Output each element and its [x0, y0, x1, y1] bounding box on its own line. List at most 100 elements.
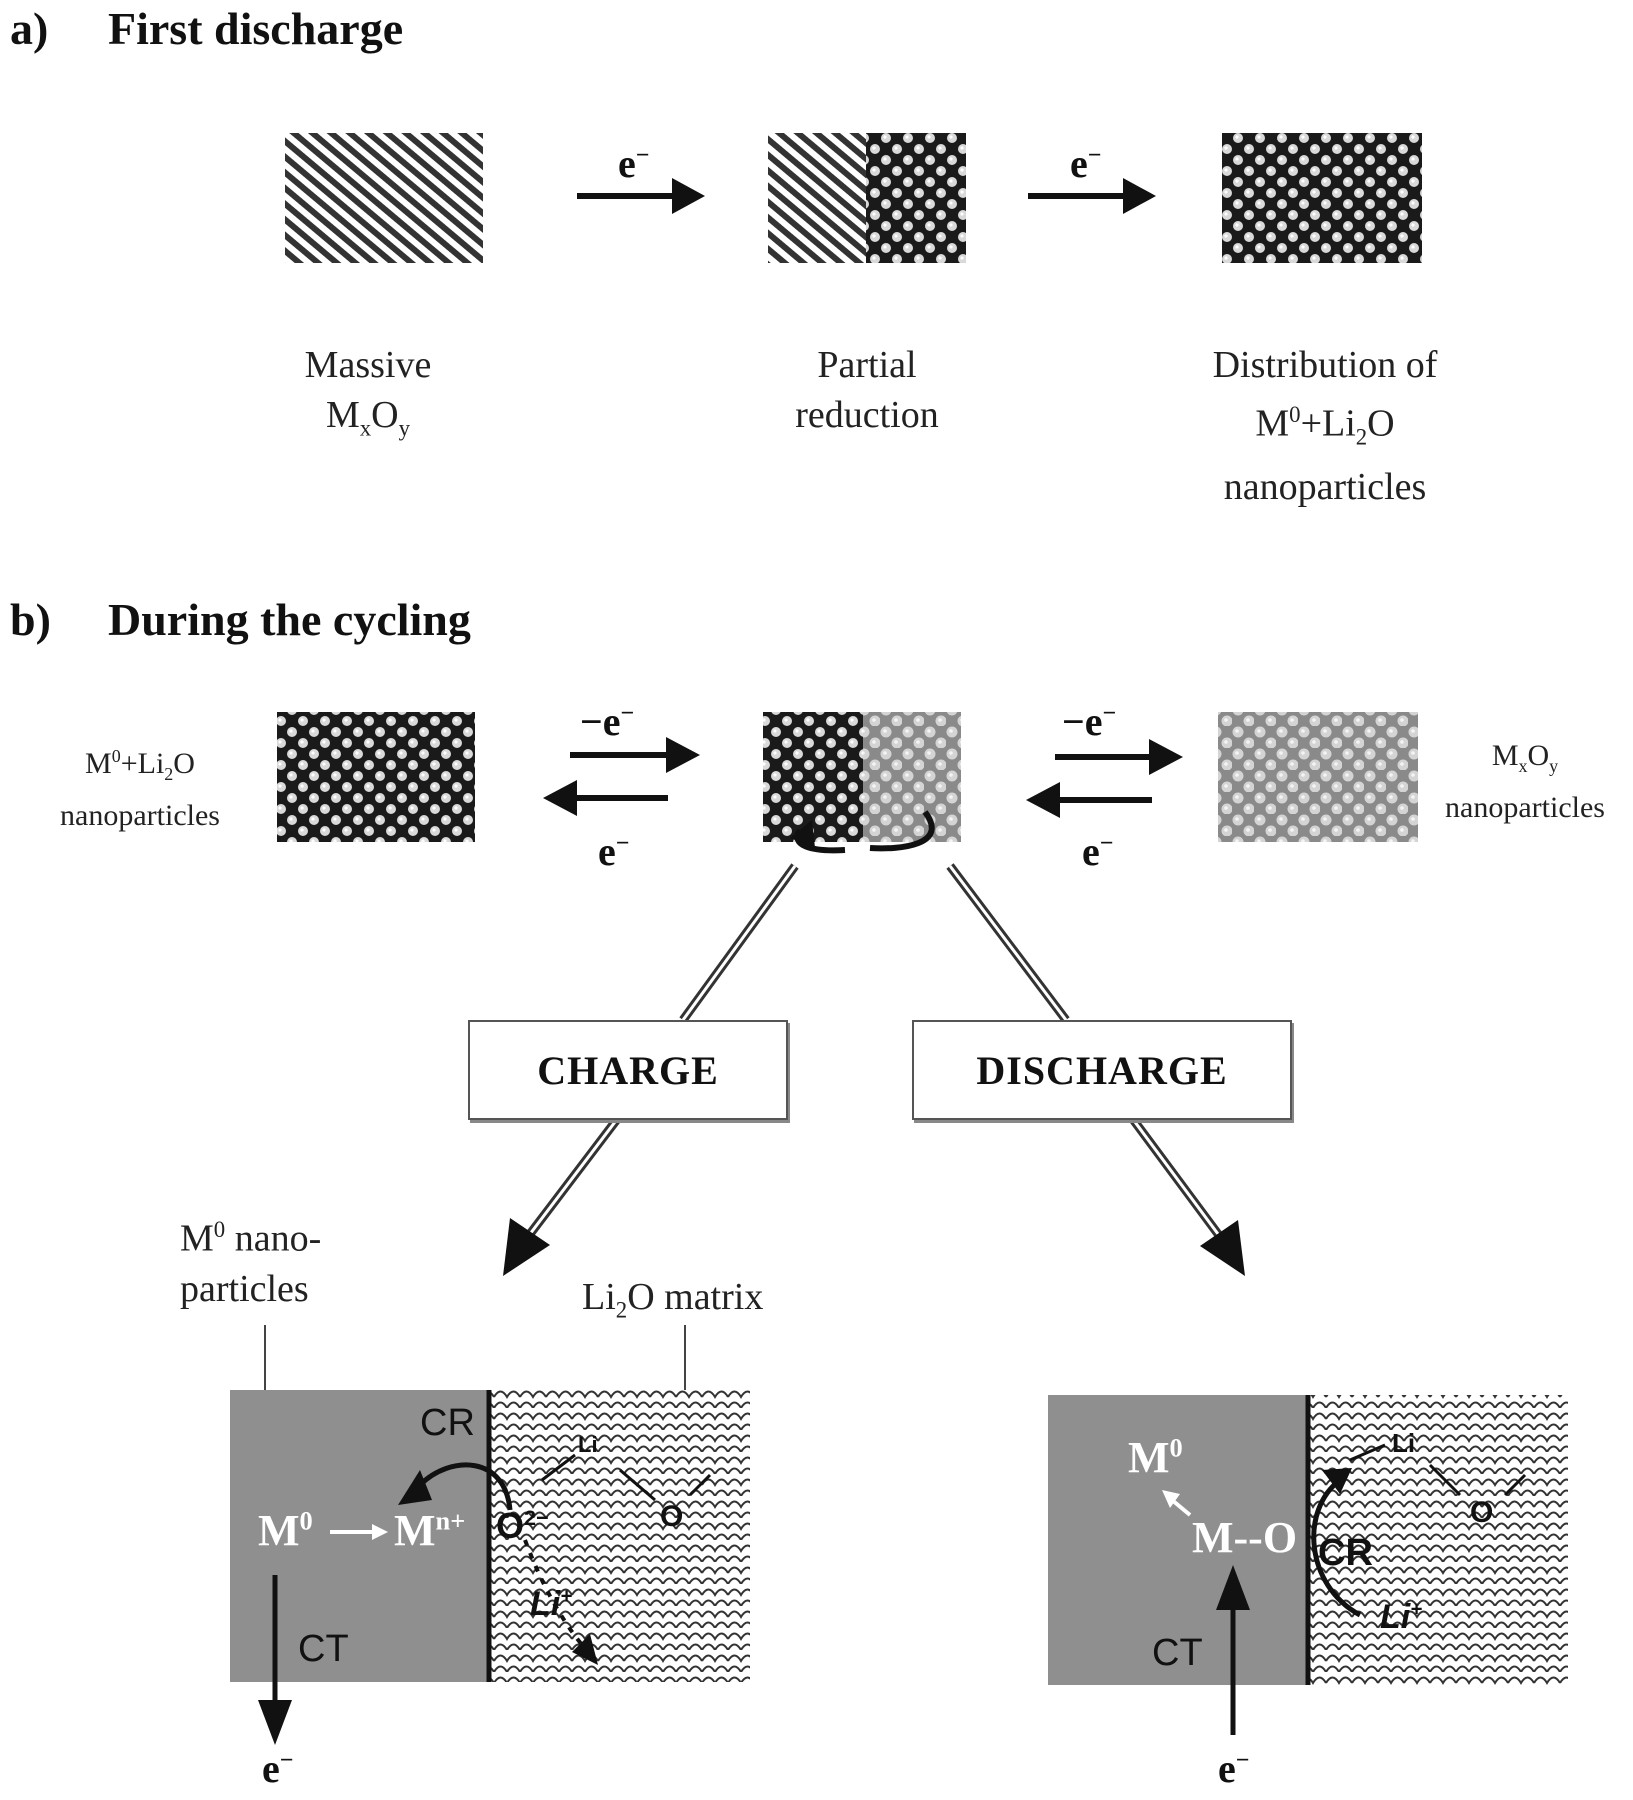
electron-label: e [1070, 141, 1088, 186]
formula-part: O [1367, 402, 1395, 445]
caption-massive: Massive MxOy [248, 340, 488, 454]
formula-part: O [371, 394, 399, 436]
nanoparticles-block [1222, 133, 1422, 263]
electron-charge: − [1087, 142, 1102, 169]
formula-sup: + [1410, 1598, 1423, 1621]
caption-distribution: Distribution of M0+Li2O nanoparticles [1160, 340, 1490, 512]
ct-label-right: CT [1152, 1632, 1203, 1674]
formula-sub: y [1549, 756, 1559, 776]
equilibrium-arrows-left [543, 737, 700, 816]
oxide-nanoparticles-block [1218, 712, 1418, 842]
eq2-top-label: −e− [1062, 698, 1116, 745]
li-ion-label-right: Li+ [1380, 1598, 1422, 1637]
arrow-a2-label: e− [1070, 140, 1101, 187]
section-b-letter: b) [10, 594, 51, 645]
caption-line: reduction [795, 394, 939, 436]
massive-oxide-block [285, 133, 483, 263]
electron-out-left: e− [262, 1745, 293, 1792]
formula-part: nano- [225, 1217, 322, 1260]
electron-charge: − [1235, 1747, 1250, 1774]
formula-sup: 0 [299, 1505, 313, 1536]
formula-part: +Li [1300, 402, 1356, 445]
cr-label-right: CR [1318, 1532, 1373, 1574]
formula-sup: 0 [1289, 402, 1301, 427]
caption-formula: M0+Li2O [1160, 390, 1490, 462]
section-a-title: a) First discharge [10, 2, 403, 55]
electron-charge: − [279, 1747, 294, 1774]
electron-charge: − [1099, 830, 1114, 857]
formula-part: Li [1380, 1598, 1411, 1636]
formula-sub: 2 [615, 1297, 628, 1323]
label-line: particles [180, 1267, 309, 1310]
electron-label: e [1218, 1746, 1236, 1791]
formula-part: M [258, 1506, 300, 1555]
arrow-a1 [577, 178, 705, 214]
arrow-a2 [1028, 178, 1156, 214]
formula-sub: y [398, 415, 411, 441]
li-small-left: Li [578, 1432, 598, 1457]
formula-part: M [85, 747, 112, 780]
formula: M0+Li2O [30, 735, 250, 795]
discharge-box: DISCHARGE [912, 1020, 1292, 1120]
electron-label: e [262, 1746, 280, 1791]
eq1-top-label: −e− [580, 698, 634, 745]
section-b-title: b) During the cycling [10, 593, 471, 646]
formula-sub: x [1518, 756, 1528, 776]
eq2-bottom-label: e− [1082, 828, 1113, 875]
m0-label-right: M0 [1128, 1432, 1183, 1483]
label-line: nanoparticles [60, 799, 220, 832]
formula-sup: 2− [524, 1505, 549, 1530]
caption-partial: Partial reduction [742, 340, 992, 440]
formula-sub: 2 [1355, 424, 1368, 450]
formula-part: O [496, 1505, 525, 1546]
formula-sup: 0 [213, 1217, 226, 1242]
o-ion-label: O2− [496, 1505, 549, 1547]
formula-sup: n+ [435, 1505, 466, 1536]
formula-part: M [394, 1506, 436, 1555]
eq1-bottom-label: e− [598, 828, 629, 875]
curved-interface-arrow [790, 810, 935, 854]
caption-line: Massive [304, 344, 432, 386]
formula-sup: 0 [111, 746, 121, 766]
formula-part: M [1128, 1433, 1170, 1482]
reaction-mn: Mn+ [394, 1505, 465, 1556]
electron-charge: − [615, 830, 630, 857]
section-a-letter: a) [10, 3, 49, 54]
middle-block-light [863, 712, 961, 842]
reaction-m0: M0 [258, 1505, 313, 1556]
cr-label-left: CR [420, 1402, 475, 1444]
formula-sup: 0 [1169, 1432, 1183, 1463]
section-a-heading: First discharge [108, 3, 404, 54]
partial-reduction-block-hatched [768, 133, 866, 263]
formula-part: M [1491, 739, 1519, 772]
li-small-right: Li [1392, 1428, 1416, 1458]
label-line: nanoparticles [1445, 791, 1605, 824]
electron-label: −e [1062, 699, 1103, 744]
label-m0-li2o: M0+Li2O nanoparticles [30, 735, 250, 837]
ct-label-left: CT [298, 1628, 349, 1670]
formula-part: +Li [120, 747, 165, 780]
caption-line: Distribution of [1212, 344, 1438, 386]
formula-part: M [325, 394, 360, 436]
electron-label: −e [580, 699, 621, 744]
arrow-discharge-down [1128, 1115, 1245, 1276]
charge-panel [230, 1325, 750, 1745]
electron-label: e [1082, 829, 1100, 874]
formula: MxOy [1420, 735, 1630, 787]
discharge-panel [1048, 1395, 1568, 1735]
caption-line: Partial [817, 344, 917, 386]
middle-block-dark [763, 712, 863, 842]
formula-sup: + [560, 1585, 573, 1608]
formula-part: O [1527, 739, 1550, 772]
formula-part: M [1255, 402, 1290, 445]
electron-charge: − [620, 700, 635, 727]
li-ion-label-left: Li+ [530, 1585, 572, 1624]
electron-label: e [598, 829, 616, 874]
formula-part: Li [582, 1276, 616, 1318]
o-small-right: O [1470, 1496, 1494, 1529]
connector-to-discharge [946, 863, 1070, 1023]
section-b-heading: During the cycling [108, 594, 471, 645]
formula-sub: 2 [164, 764, 174, 784]
formula-part: O matrix [627, 1276, 764, 1318]
